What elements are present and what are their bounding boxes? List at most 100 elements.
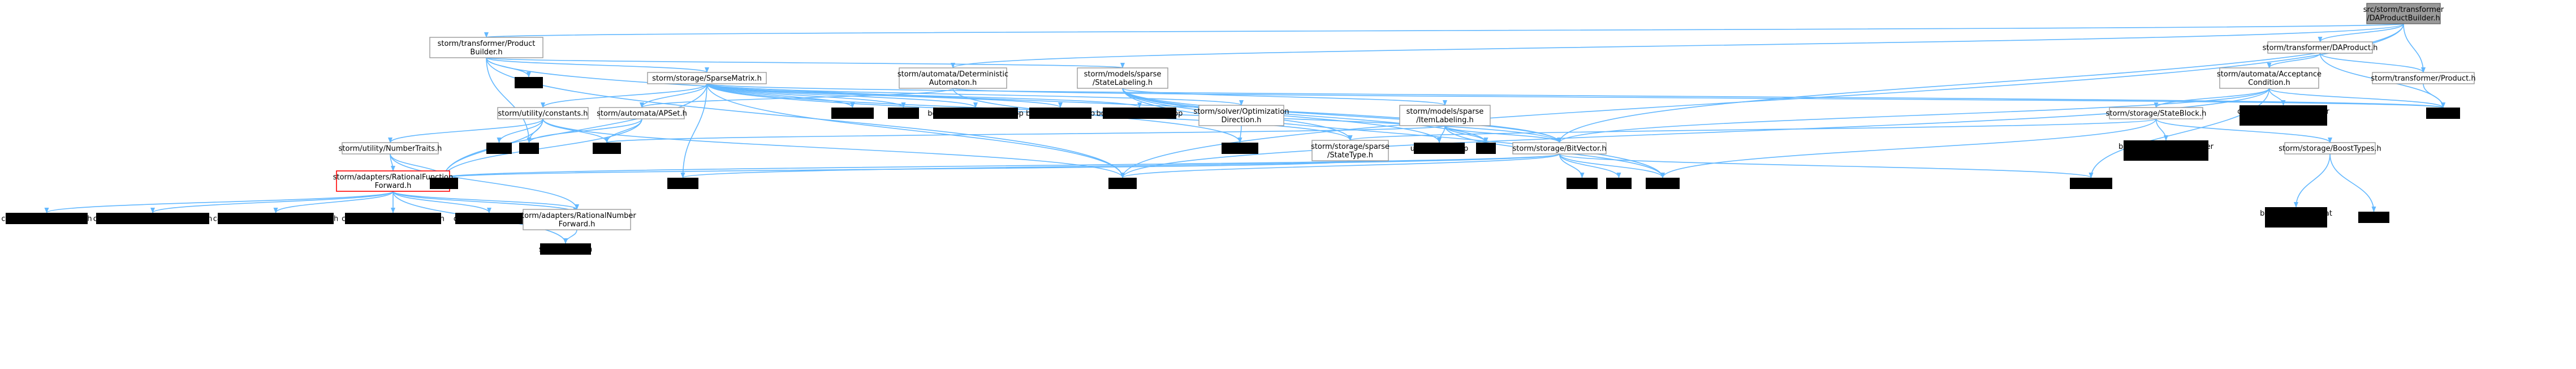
node-label: vector: [1111, 180, 1134, 188]
node-box: [515, 77, 543, 88]
node-sparsestatetype[interactable]: storm/storage/sparse/StateType.h: [1311, 140, 1390, 161]
edge-acccond-to-vector: [1120, 88, 2270, 178]
edge-stateblock-to-sparsestatetype: [1348, 118, 2157, 141]
edge-sparsematrix-to-range: [706, 83, 1142, 108]
node-label: storm/storage/SparseMatrix.h: [652, 75, 762, 83]
node-box: [1414, 143, 1465, 154]
edge-apset-to-cstdint: [442, 118, 642, 178]
node-carlfacpoly: carl/core/FactorizedPolynomial.h: [93, 213, 213, 224]
node-cpphoa: cpphoafparser/consumer/hoa_consumer.hh: [2237, 105, 2330, 126]
node-label: storm/automata/Deterministic: [897, 70, 1008, 79]
node-box: [1077, 67, 1168, 89]
node-label: boost/container/flat: [2260, 209, 2332, 218]
node-fhash: boost/functional/hash.hpp: [927, 108, 1024, 119]
node-label: carl/core/FactorizedPolynomial.h: [93, 215, 213, 224]
node-box: [486, 143, 512, 154]
node-iosfwd: iosfwd: [888, 108, 919, 119]
node-label: carl/core/Relation.h: [454, 215, 525, 224]
node-label: deque: [517, 79, 541, 88]
node-label: storm/storage/BitVector.h: [1513, 145, 1607, 153]
edge-bitvector-to-ranges: [1559, 153, 1585, 178]
node-label: iosfwd: [892, 110, 916, 118]
node-memory: memory: [2426, 108, 2460, 119]
node-box: [2219, 67, 2319, 89]
edge-ratfwd-to-carlnumbers: [44, 191, 394, 213]
node-box: [455, 213, 523, 224]
node-label: _set.hpp: [2280, 218, 2311, 226]
node-box: [2358, 212, 2389, 223]
node-cstdint: cstdint: [430, 178, 458, 189]
node-label: ostream: [1647, 180, 1678, 188]
edge-apset-to-string: [605, 118, 642, 143]
edge-bitvector-to-functional: [1559, 153, 2094, 178]
node-sparsematrix[interactable]: storm/storage/SparseMatrix.h: [647, 72, 767, 84]
node-label: storm-config.h: [539, 246, 592, 254]
node-label: /ItemLabeling.h: [1416, 116, 1474, 125]
node-label: cpphoafparser/consumer: [2237, 108, 2329, 116]
node-itemlabeling[interactable]: storm/models/sparse/ItemLabeling.h: [1399, 105, 1491, 126]
node-stateblock[interactable]: storm/storage/StateBlock.h: [2106, 107, 2207, 119]
edge-productbuilder-to-sparsematrix: [486, 57, 709, 73]
node-label: functional: [2073, 180, 2109, 188]
edge-detaut-to-iostream: [952, 88, 1242, 143]
node-box: [345, 213, 441, 224]
node-label: storm/solver/Optimization: [1194, 108, 1289, 116]
node-label: string: [596, 145, 617, 153]
node-boosttypes[interactable]: storm/storage/BoostTypes.h: [2279, 142, 2381, 155]
node-box: [497, 107, 589, 119]
node-cmath: cmath: [1606, 178, 1632, 189]
edge-bitvector-to-iterator: [681, 153, 1560, 178]
node-root[interactable]: src/storm/transformer/DAProductBuilder.h: [2363, 3, 2444, 24]
node-product[interactable]: storm/transformer/Product.h: [2371, 72, 2476, 84]
node-box: [429, 37, 543, 58]
node-box: [2240, 105, 2327, 126]
node-apset[interactable]: storm/automata/APSet.h: [597, 107, 687, 119]
edge-ratfwd-to-carlmvpoly: [273, 191, 394, 213]
node-label: storm/automata/APSet.h: [597, 110, 687, 118]
node-map: map: [519, 143, 539, 154]
node-label: cstddef: [2360, 214, 2388, 222]
node-box: [599, 107, 685, 119]
edge-root-to-detaut: [951, 23, 2404, 68]
edge-daproduct-to-acccond: [2267, 53, 2321, 68]
node-box: [2070, 178, 2112, 189]
node-box: [1198, 105, 1284, 126]
node-daproduct[interactable]: storm/transformer/DAProduct.h: [2263, 41, 2378, 54]
edge-ratfwd-to-ratnumfwd: [392, 191, 579, 210]
node-statelabeling[interactable]: storm/models/sparse/StateLabeling.h: [1077, 67, 1168, 89]
edge-sparsematrix-to-optional: [706, 83, 1063, 108]
node-constants[interactable]: storm/utility/constants.h: [497, 107, 589, 119]
edge-root-to-product: [2403, 23, 2426, 73]
edge-bitvector-to-vector: [1120, 153, 1560, 178]
node-box: [2426, 108, 2460, 119]
edge-constants-to-limits: [497, 118, 543, 143]
edge-productbuilder-to-bitvector: [486, 57, 1562, 143]
node-functional: functional: [2070, 178, 2112, 189]
node-label: Condition.h: [2248, 79, 2290, 87]
edge-boosttypes-to-flatset: [2294, 153, 2331, 208]
node-label: carl/core/RationalFunction.h: [342, 215, 445, 224]
node-label: Builder.h: [470, 48, 502, 57]
node-ostream: ostream: [1646, 178, 1680, 189]
node-box: [1567, 178, 1598, 189]
node-vector: vector: [1108, 178, 1137, 189]
node-box: [1606, 178, 1632, 189]
node-label: boost/functional/hash.hpp: [927, 110, 1024, 118]
node-label: /DAProductBuilder.h: [2367, 14, 2440, 23]
node-label: ranges: [1569, 180, 1595, 188]
node-box: [2372, 72, 2475, 84]
node-carlnumbers: carl/numbers/numbers.h: [1, 213, 92, 224]
node-box: [2284, 142, 2376, 155]
edge-sparsematrix-to-memory: [706, 83, 2445, 108]
edge-acccond-to-cpphoa: [2268, 88, 2286, 106]
edge-sparsematrix-to-iterator: [680, 83, 707, 178]
node-numbertraits[interactable]: storm/utility/NumberTraits.h: [339, 142, 442, 155]
node-bitvector[interactable]: storm/storage/BitVector.h: [1512, 142, 1607, 155]
node-label: /StateType.h: [1327, 151, 1373, 160]
node-productbuilder[interactable]: storm/transformer/ProductBuilder.h: [429, 37, 543, 58]
